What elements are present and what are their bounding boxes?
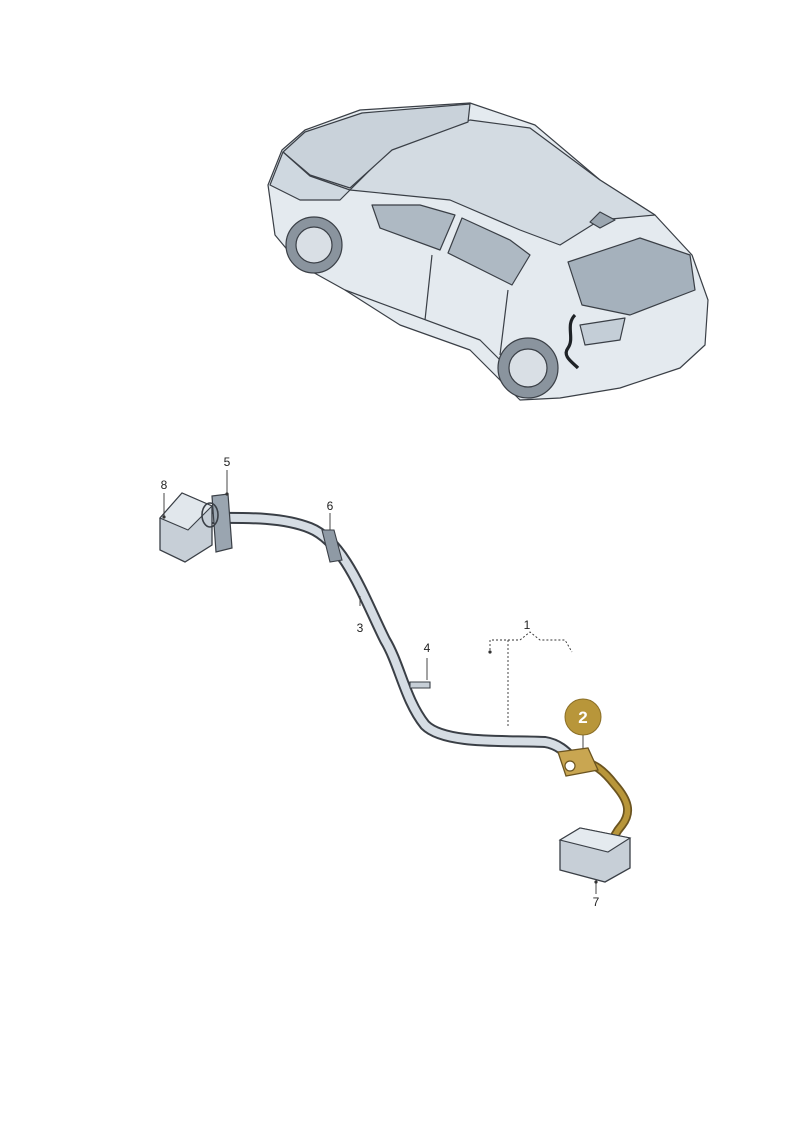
connector-8-face [159,492,213,531]
car-harness-location [564,313,580,370]
harness-tube-fill [201,513,576,762]
car-rear-glass [567,237,696,316]
leader-1 [489,631,573,728]
car-illustration [267,102,709,401]
bracket-hole [564,760,576,772]
callout-2: 2 [578,708,587,727]
car-front-window [371,204,456,251]
car-rear-rim [508,348,548,388]
stud-4 [409,681,431,689]
connector-7-top [558,827,632,853]
leader-lines [163,470,597,894]
holder-5 [211,493,233,553]
car-door-line [424,254,509,356]
car-windshield [282,103,471,189]
callout-7: 7 [593,895,600,909]
callout-5: 5 [224,455,231,469]
harness-tube [199,511,578,764]
wiring-harness [159,492,633,883]
car-sill-line [344,289,501,361]
callout-2-badge [564,698,602,736]
highlighted-bracket-2 [557,747,599,777]
callout-4: 4 [424,641,431,655]
callout-3: 3 [357,621,364,635]
leader-dots [162,492,598,884]
car-antenna [589,211,616,229]
car-front-rim [295,226,333,264]
callout-6: 6 [327,499,334,513]
car-tail-light [579,317,626,346]
car-hood [269,151,351,201]
callout-8: 8 [161,478,168,492]
callout-1: 1 [524,618,531,632]
car-rear-window [447,217,531,286]
holder-5-ring [201,502,219,528]
